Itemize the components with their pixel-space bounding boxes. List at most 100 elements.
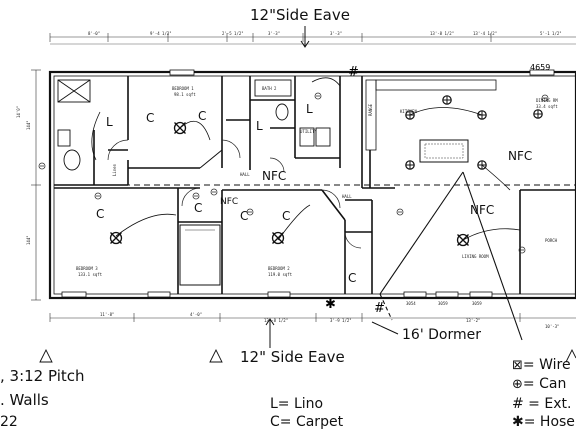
room-title-utility: UTILITY <box>300 129 317 134</box>
bottom-dimension-labels: 11'-8" 4'-0" 13'-8 1/2" 3'-9 1/2" 13'-2"… <box>100 312 559 329</box>
annotation-arrows <box>265 26 399 348</box>
legend-pitch: , 3:12 Pitch <box>0 367 85 385</box>
kitchen-island <box>419 139 469 163</box>
room-title-bedroom2: BEDROOM 2 <box>268 266 290 271</box>
dim-top-7: 5'-1 1/2" <box>540 31 562 36</box>
window-label-2: 3059 <box>472 301 482 306</box>
floor-bedroom1: C <box>146 111 154 125</box>
switch-icon <box>210 188 218 196</box>
interior-walls <box>54 76 576 294</box>
floor-closet2: C <box>348 271 356 285</box>
fan-icon: ⊠ <box>512 358 523 373</box>
dim-bottom-4: 13'-2" <box>466 318 480 323</box>
floor-kitchen: NFC <box>508 149 532 163</box>
dim-left-top: 144" <box>26 120 31 130</box>
hose-bib-icon: ✱ <box>512 414 524 430</box>
top-dimension-labels: 8'-0" 9'-4 1/2" 2'-5 1/2" 3'-3" 3'-3" 13… <box>88 31 562 36</box>
floor-foyer: NFC <box>220 197 238 207</box>
room-area-bedroom1: 98.1 sqft <box>174 92 196 97</box>
dim-bottom-3: 3'-9 1/2" <box>330 318 352 323</box>
can-light-icon <box>533 109 543 119</box>
room-title-bedroom1: BEDROOM 1 <box>172 86 194 91</box>
legend-wire-label: = Wire <box>522 357 571 373</box>
dormer-note: 16' Dormer <box>402 327 481 343</box>
switch-icon <box>94 192 102 200</box>
floor-bedroom2: C <box>240 209 248 223</box>
floor-bedroom3: C <box>96 207 104 221</box>
legend-carpet: C= Carpet <box>270 414 344 430</box>
legend-wire: ⊠= Wire <box>512 357 571 373</box>
ext-light-icon: # <box>374 301 385 316</box>
can-light-icon: ⊕ <box>512 377 523 392</box>
legend-lino: L= Lino <box>270 396 324 412</box>
room-area-bedroom3: 133.1 sqft <box>78 272 103 277</box>
legend-ext: # = Ext. <box>512 396 572 412</box>
room-title-kitchen: KITCHEN <box>400 109 417 114</box>
floor-bedroom2b: C <box>282 209 290 223</box>
ext-light-icon: # <box>348 65 359 80</box>
top-dimension-line <box>49 33 576 45</box>
room-title-hall: HALL <box>240 172 250 177</box>
room-title-porch: PORCH <box>545 238 558 243</box>
fan-icon <box>109 231 123 245</box>
dim-top-3: 3'-3" <box>268 31 280 36</box>
room-title-hall2: HALL <box>342 194 352 199</box>
closet-box <box>179 224 221 286</box>
floor-closet1: C <box>198 109 206 123</box>
room-title-range: RANGE <box>368 103 373 116</box>
dim-bottom-2: 13'-8 1/2" <box>264 318 288 323</box>
legend-hose: ✱= Hose <box>512 414 575 430</box>
can-light-icon <box>477 160 487 170</box>
window-label-0: 3054 <box>406 301 416 306</box>
legend-can: ⊕= Can <box>512 376 566 392</box>
switch-icon <box>192 192 200 200</box>
dim-top-2: 2'-5 1/2" <box>222 31 244 36</box>
floor-codes: L C C L L C C C C C NFC NFC NFC NFC <box>96 102 532 285</box>
switch-icon <box>396 208 404 216</box>
floor-hall: NFC <box>262 169 286 183</box>
legend-hose-label: = Hose <box>523 414 575 430</box>
dim-top-6: 13'-4 1/2" <box>473 31 497 36</box>
room-area-dining: 33.4 sqft <box>536 104 558 109</box>
dim-sidewall: 14'0" <box>16 106 21 118</box>
room-title-linen: Linen <box>112 163 117 176</box>
bottom-dimension-line <box>49 313 576 322</box>
windows <box>61 69 555 298</box>
can-light-icon <box>477 110 487 120</box>
room-titles: BEDROOM 1 98.1 sqft BATH 2 UTILITY KITCH… <box>76 86 558 277</box>
left-dimension-line <box>31 69 41 301</box>
fan-icon <box>173 121 187 135</box>
dim-top-1: 9'-4 1/2" <box>150 31 172 36</box>
dim-bottom-1: 4'-0" <box>190 312 202 317</box>
fan-icon <box>271 231 285 245</box>
bath-fixtures <box>57 79 331 171</box>
floor-bath2: L <box>256 119 263 133</box>
kitchen-counters <box>365 79 497 151</box>
hose-bib-icon: ✱ <box>325 297 336 312</box>
can-light-icon <box>405 160 415 170</box>
floor-bath1: L <box>106 115 113 129</box>
room-area-bedroom2: 119.0 sqft <box>268 272 293 277</box>
dim-top-0: 8'-0" <box>88 31 100 36</box>
switch-icon <box>38 162 46 170</box>
fan-icon <box>456 233 470 247</box>
room-title-bedroom3: BEDROOM 3 <box>76 266 98 271</box>
bottom-eave-note: 12" Side Eave <box>240 348 345 366</box>
room-title-living: LIVING ROOM <box>462 254 489 259</box>
wire-runs <box>91 77 521 241</box>
dim-left-bottom: 144" <box>26 235 31 245</box>
room-title-bath2: BATH 2 <box>262 86 277 91</box>
dim-top-4: 3'-3" <box>330 31 342 36</box>
room-title-dining: DINING RM <box>536 98 558 103</box>
window-label-3: 4659 <box>530 63 550 72</box>
switch-icon <box>314 92 322 100</box>
window-label-1: 3059 <box>438 301 448 306</box>
floor-utility: L <box>306 102 313 116</box>
legend-walls: . Walls <box>0 391 49 409</box>
section-markers <box>39 348 576 363</box>
legend-can-label: = Can <box>522 376 567 392</box>
dormer-outline <box>379 171 523 341</box>
can-light-icon <box>442 95 452 105</box>
floor-living: NFC <box>470 203 494 217</box>
